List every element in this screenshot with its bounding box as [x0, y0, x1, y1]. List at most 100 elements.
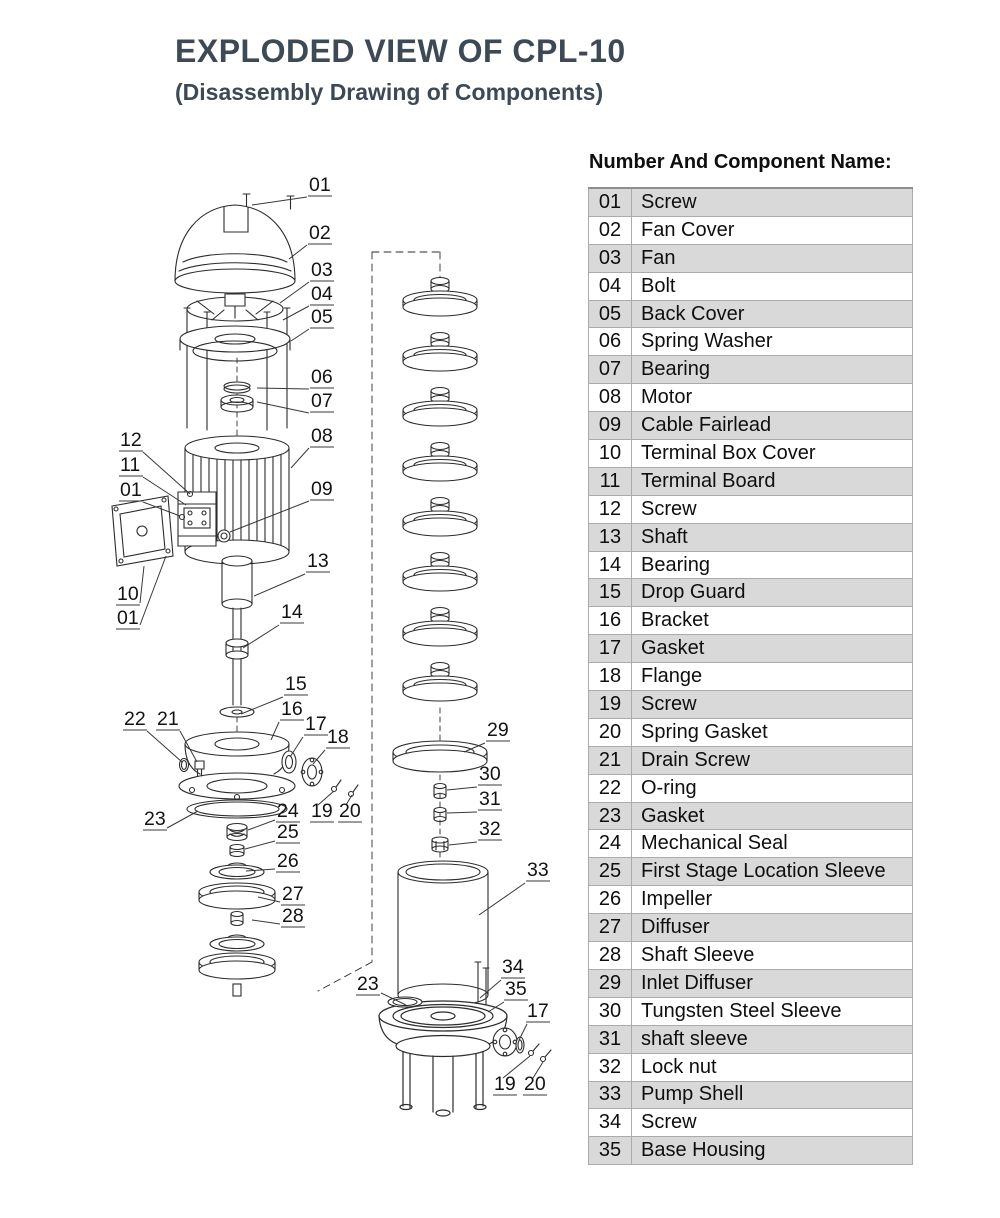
- part-name: Screw: [631, 690, 913, 719]
- part-label: 14: [281, 601, 303, 623]
- part-number: 33: [588, 1080, 632, 1110]
- part-name: Screw: [631, 494, 913, 524]
- impeller: [209, 862, 265, 880]
- part-number: 15: [588, 578, 632, 608]
- parts-table-heading: Number And Component Name:: [589, 151, 892, 173]
- part-label: 09: [311, 478, 333, 500]
- part-label: 25: [277, 821, 299, 843]
- part-number: 10: [588, 439, 632, 468]
- part-name: First Stage Location Sleeve: [631, 857, 913, 887]
- diffuser: [198, 882, 276, 910]
- part-labels: 01 02 03 04 05 06 07 08 09 12 11 01 10 0…: [117, 174, 549, 1095]
- part-label: 22: [124, 708, 146, 730]
- bearing-upper: [220, 394, 254, 413]
- back-cover: [179, 325, 291, 362]
- flange-screws: [330, 779, 359, 798]
- part-name: Diffuser: [631, 913, 913, 943]
- base-housing: [378, 1000, 508, 1117]
- part-name: Tungsten Steel Sleeve: [631, 996, 913, 1026]
- part-number: 28: [588, 941, 632, 970]
- exploded-view-diagram: 01 02 03 04 05 06 07 08 09 12 11 01 10 0…: [111, 174, 552, 1117]
- part-number: 07: [588, 355, 632, 385]
- inlet-diffuser: [392, 740, 488, 773]
- part-number: 23: [588, 801, 632, 831]
- part-name: Drop Guard: [631, 578, 913, 608]
- section-dashes: [317, 251, 441, 992]
- part-label: 16: [281, 698, 303, 720]
- part-number: 03: [588, 243, 632, 273]
- gasket-small: [281, 750, 297, 774]
- part-number: 13: [588, 522, 632, 552]
- lock-nut: [431, 836, 449, 853]
- fan: [186, 293, 284, 322]
- terminal-box-cover: [111, 495, 174, 567]
- part-label: 21: [157, 708, 179, 730]
- impeller-2: [209, 934, 265, 952]
- part-number: 24: [588, 829, 632, 859]
- part-label: 18: [327, 726, 349, 748]
- part-number: 32: [588, 1052, 632, 1082]
- flange: [300, 757, 324, 787]
- part-label: 29: [487, 719, 509, 741]
- part-name: Gasket: [631, 634, 913, 664]
- part-name: Flange: [631, 662, 913, 692]
- part-number: 35: [588, 1136, 632, 1166]
- cable-fairlead: [217, 529, 231, 543]
- part-name: Mechanical Seal: [631, 829, 913, 859]
- part-number: 08: [588, 383, 632, 413]
- bolts: [183, 307, 291, 431]
- part-label: 20: [339, 800, 361, 822]
- stage-stack: [402, 276, 478, 702]
- location-sleeve: [229, 843, 245, 858]
- tungsten-sleeve: [433, 782, 447, 800]
- terminal-screws: [178, 490, 194, 521]
- bearing-lower: [225, 638, 249, 660]
- drain-screw: [194, 760, 205, 777]
- pump-shell: [397, 860, 489, 1007]
- shaft: [221, 555, 253, 706]
- part-name: Fan: [631, 243, 913, 273]
- part-label: 12: [120, 429, 142, 451]
- part-name: Pump Shell: [631, 1080, 913, 1110]
- part-number: 25: [588, 857, 632, 887]
- base-screws: [474, 961, 490, 1009]
- part-label: 11: [120, 454, 140, 476]
- part-label: 15: [285, 673, 307, 695]
- part-name: Lock nut: [631, 1052, 913, 1082]
- page-subtitle: (Disassembly Drawing of Components): [175, 79, 604, 105]
- motor: [184, 435, 290, 565]
- page-title: EXPLODED VIEW OF CPL-10: [175, 33, 626, 69]
- part-label: 17: [527, 1000, 549, 1022]
- part-label: 19: [311, 800, 333, 822]
- axis-centerlines: [236, 211, 444, 1013]
- part-name: Gasket: [631, 801, 913, 831]
- drop-guard: [219, 706, 255, 718]
- part-number: 31: [588, 1024, 632, 1054]
- part-number: 26: [588, 885, 632, 915]
- part-name: Base Housing: [631, 1136, 913, 1166]
- part-name: Bearing: [631, 550, 913, 580]
- part-label: 23: [357, 973, 379, 995]
- part-label: 34: [502, 956, 524, 978]
